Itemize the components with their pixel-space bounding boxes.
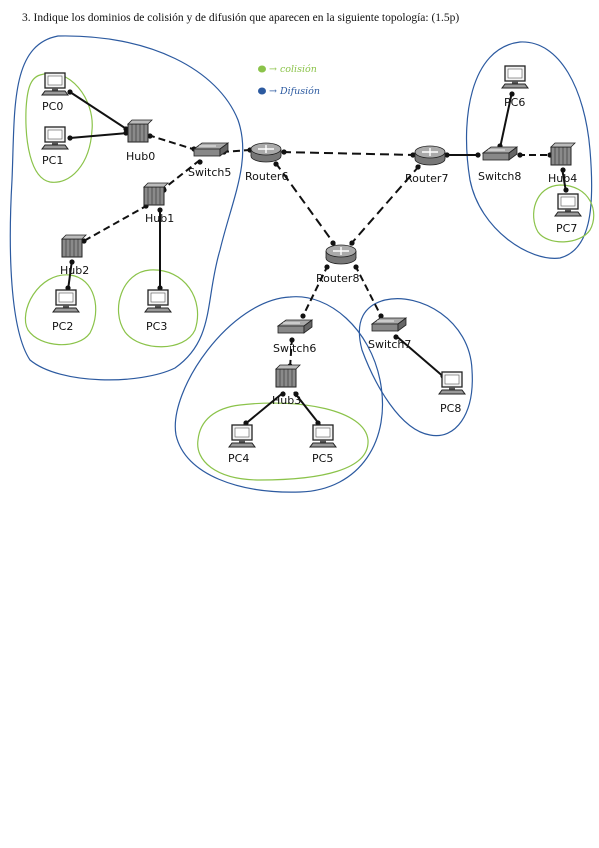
link-hub3-pc5	[293, 391, 321, 426]
switch6-icon	[277, 319, 313, 334]
pc1-icon	[41, 126, 69, 150]
hub2-label: Hub2	[60, 264, 89, 277]
pc6-icon	[501, 65, 529, 89]
question-text: 3. Indique los dominios de colisión y de…	[22, 12, 460, 24]
pc4-label: PC4	[228, 452, 249, 465]
link-hub0-switch5	[147, 134, 197, 151]
pc8-icon	[438, 371, 466, 395]
legend-collision-dot	[258, 65, 266, 73]
pc3-icon	[144, 289, 172, 313]
link-router8-switch7	[354, 264, 383, 319]
hub4-label: Hub4	[548, 172, 577, 185]
hub1-label: Hub1	[145, 212, 174, 225]
switch7-label: Switch7	[368, 338, 411, 351]
router8-label: Router8	[316, 272, 359, 285]
pc5-icon	[309, 424, 337, 448]
legend-broadcast-dot	[258, 87, 266, 95]
switch5-icon	[193, 142, 229, 157]
router7-label: Router7	[405, 172, 448, 185]
hub3-label: Hub3	[272, 394, 301, 407]
collision-domain-hub4	[533, 184, 595, 243]
link-switch5-hub1	[161, 159, 201, 191]
pc7-label: PC7	[556, 222, 577, 235]
broadcast-domain-switch6	[174, 296, 384, 493]
hub3-icon	[275, 364, 301, 388]
broadcast-domain-right	[465, 41, 593, 259]
link-router6-router8	[274, 161, 336, 246]
pc8-label: PC8	[440, 402, 461, 415]
router7-icon	[414, 145, 446, 166]
broadcast-domain-left	[9, 35, 244, 381]
switch6-label: Switch6	[273, 342, 316, 355]
link-router7-router8	[349, 164, 421, 246]
pc4-icon	[228, 424, 256, 448]
legend-broadcast-label: → Difusión	[269, 86, 320, 97]
hub1-icon	[143, 182, 169, 206]
link-hub3-pc4	[243, 391, 285, 426]
pc7-icon	[554, 193, 582, 217]
link-pc1-hub0	[69, 132, 129, 139]
collision-domain-pc2	[24, 274, 97, 346]
hub0-label: Hub0	[126, 150, 155, 163]
pc1-label: PC1	[42, 154, 63, 167]
switch7-icon	[371, 317, 407, 332]
switch8-icon	[482, 146, 518, 161]
link-switch6-hub3	[289, 337, 293, 369]
link-router6-router7	[281, 151, 416, 156]
switch5-label: Switch5	[188, 166, 231, 179]
router6-icon	[250, 142, 282, 163]
broadcast-domain-switch7	[358, 298, 473, 437]
legend-collision-label: → colisión	[269, 64, 317, 75]
router8-icon	[325, 244, 357, 265]
hub2-icon	[61, 234, 87, 258]
collision-domain-hub0	[25, 72, 93, 183]
legend: → colisión → Difusión	[258, 64, 320, 97]
hub4-icon	[550, 142, 576, 166]
pc3-label: PC3	[146, 320, 167, 333]
link-hub1-hub2	[81, 204, 149, 243]
link-switch5-router6	[221, 149, 251, 153]
switch8-label: Switch8	[478, 170, 521, 183]
hub0-icon	[127, 119, 153, 143]
link-pc6-switch8	[499, 91, 513, 149]
pc2-label: PC2	[52, 320, 73, 333]
collision-domain-pc3	[117, 269, 199, 348]
link-hub2-pc2	[67, 259, 73, 291]
pc0-label: PC0	[42, 100, 63, 113]
link-pc0-hub0	[69, 91, 129, 131]
collision-domain-hub3	[197, 402, 369, 481]
pc6-label: PC6	[504, 96, 525, 109]
pc5-label: PC5	[312, 452, 333, 465]
router6-label: Router6	[245, 170, 288, 183]
link-router8-switch6	[301, 264, 329, 319]
link-switch7-pc8	[394, 334, 446, 379]
pc0-icon	[41, 72, 69, 96]
pc2-icon	[52, 289, 80, 313]
